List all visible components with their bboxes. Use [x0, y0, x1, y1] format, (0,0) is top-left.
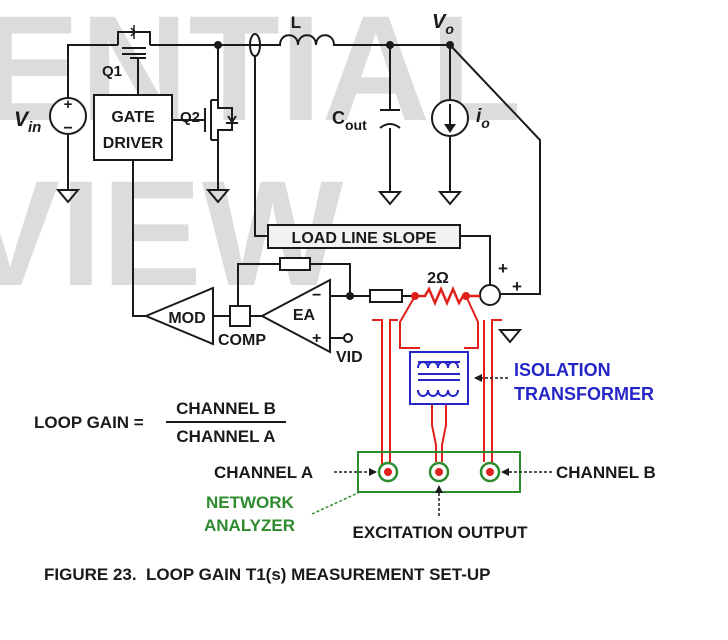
vout-label: Vo [432, 11, 454, 37]
io-label: io [476, 106, 490, 131]
isolation-transformer [409, 351, 469, 405]
junction-dots [214, 41, 454, 300]
comp-label: COMP [218, 332, 266, 349]
injection-resistor-label: 2Ω [427, 270, 449, 287]
channel-b-port [479, 461, 501, 483]
inductor: L [268, 13, 335, 46]
vin-plus-sign: + [64, 96, 73, 113]
ground-symbols [55, 189, 523, 344]
load-line-slope-box [267, 224, 461, 249]
ea-minus-sign: − [312, 287, 321, 304]
error-amplifier: EA − + [259, 278, 331, 354]
channel-a-label: CHANNEL A [214, 463, 313, 482]
vid-terminal [343, 333, 353, 343]
q2-mosfet [204, 99, 238, 141]
gate-driver-line-1: GATE [111, 109, 155, 126]
output-capacitor [379, 109, 401, 129]
loop-gain-numerator: CHANNEL B [176, 399, 276, 418]
gate-driver-box [93, 94, 173, 161]
loop-gain-denominator: CHANNEL A [176, 427, 275, 446]
current-sense-ellipse [249, 33, 261, 57]
injection-resistor [415, 285, 480, 307]
ea-plus-sign: + [312, 330, 321, 347]
sum-plus-top: + [498, 259, 508, 278]
q1-mosfet [117, 25, 151, 62]
power-stage-wiring [67, 44, 541, 339]
vin-minus-sign: − [63, 120, 72, 137]
summing-node [479, 284, 501, 306]
loop-gain-label: LOOP GAIN = [34, 413, 144, 432]
cout-label: Cout [332, 108, 367, 133]
comp-pin-box [229, 305, 251, 327]
sum-plus-right: + [512, 277, 522, 296]
mod-label: MOD [168, 310, 205, 327]
ea-input-resistor [369, 289, 403, 303]
load-line-slope-label: LOAD LINE SLOPE [292, 230, 437, 247]
inductor-label: L [291, 13, 301, 32]
network-analyzer-label-line-2: ANALYZER [204, 516, 295, 535]
load-current-source [431, 99, 469, 137]
excitation-output-label: EXCITATION OUTPUT [352, 523, 528, 542]
vin-label: Vin [14, 108, 41, 136]
channel-b-label: CHANNEL B [556, 463, 656, 482]
probe-wiring [372, 295, 502, 468]
vid-label: VID [336, 349, 363, 366]
figure-caption: FIGURE 23. LOOP GAIN T1(s) MEASUREMENT S… [44, 565, 490, 584]
vin-source: + − Vin [14, 96, 87, 137]
excitation-port [428, 461, 450, 483]
gate-driver-line-2: DRIVER [103, 135, 164, 152]
ea-label: EA [293, 307, 316, 324]
modulator: MOD [143, 286, 214, 346]
isolation-label-line-1: ISOLATION [514, 360, 611, 380]
ea-feedback-resistor [279, 257, 311, 271]
q2-label: Q2 [180, 109, 200, 126]
q1-label: Q1 [102, 63, 122, 80]
channel-a-port [377, 461, 399, 483]
network-analyzer-label-line-1: NETWORK [206, 493, 295, 512]
network-analyzer-pointer [311, 491, 361, 515]
isolation-label-line-2: TRANSFORMER [514, 384, 654, 404]
loop-gain-formula: LOOP GAIN = CHANNEL B CHANNEL A [34, 399, 286, 446]
